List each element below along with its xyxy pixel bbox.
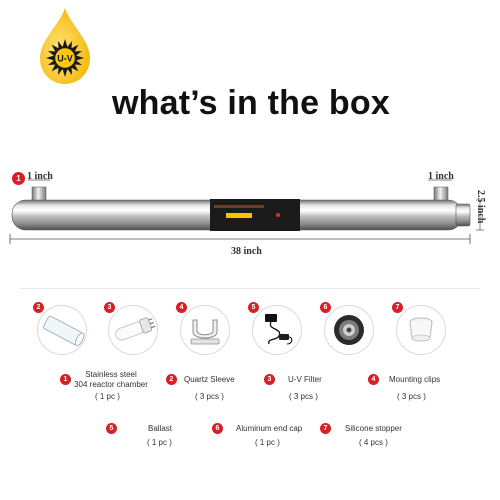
- caption-badge-5: 5: [106, 423, 117, 434]
- reactor-tube-diagram: [9, 179, 484, 244]
- qty-silicone-stopper: ( 4 pcs ): [359, 438, 388, 447]
- photo-badge-7: 7: [392, 302, 403, 313]
- logo-badge-text: U-V: [57, 53, 73, 63]
- quartz-sleeve-icon: [43, 315, 85, 347]
- photo-quartz-sleeve: [37, 305, 87, 355]
- caption-reactor-line1: Stainless steel: [85, 370, 137, 379]
- photo-badge-5: 5: [248, 302, 259, 313]
- caption-badge-7: 7: [320, 423, 331, 434]
- caption-ballast: Ballast: [148, 424, 173, 433]
- qty-aluminum-end-cap: ( 1 pc ): [255, 438, 280, 447]
- caption-badge-2: 2: [166, 374, 177, 385]
- caption-uv-filter: U-V Filter: [288, 375, 322, 384]
- uv-lamp-icon: [115, 317, 156, 341]
- caption-reactor-chamber: Stainless steel 304 reactor chamber: [73, 370, 149, 390]
- item-badge-1: 1: [12, 172, 25, 185]
- uv-drop-logo: U-V: [36, 6, 94, 86]
- page-title: what’s in the box: [112, 84, 390, 122]
- caption-badge-3: 3: [264, 374, 275, 385]
- qty-mounting-clips: ( 3 pcs ): [397, 392, 426, 401]
- qty-uv-filter: ( 3 pcs ): [289, 392, 318, 401]
- caption-silicone-stopper: Silicone stopper: [345, 424, 402, 433]
- photo-uv-filter: [108, 305, 158, 355]
- caption-badge-6: 6: [212, 423, 223, 434]
- caption-badge-1: 1: [60, 374, 71, 385]
- silicone-stopper-icon: [409, 317, 433, 342]
- photo-badge-6: 6: [320, 302, 331, 313]
- length-label: 38 inch: [231, 246, 262, 257]
- photo-silicone-stopper: [396, 305, 446, 355]
- caption-quartz-sleeve: Quartz Sleeve: [184, 375, 235, 384]
- uv-drop-icon: U-V: [40, 8, 90, 84]
- caption-reactor-line2: 304 reactor chamber: [74, 380, 148, 389]
- mounting-clip-icon: [190, 319, 220, 345]
- inlet-size-label: 1 inch: [27, 171, 53, 182]
- divider: [20, 288, 480, 289]
- photo-ballast: [252, 305, 302, 355]
- caption-aluminum-end-cap: Aluminum end cap: [236, 424, 303, 433]
- outlet-size-label: 1 inch: [428, 171, 454, 182]
- caption-mounting-clips: Mounting clips: [389, 375, 441, 384]
- ballast-icon: [265, 314, 293, 345]
- photo-aluminum-end-cap: [324, 305, 374, 355]
- photo-badge-2: 2: [33, 302, 44, 313]
- photo-badge-3: 3: [104, 302, 115, 313]
- qty-ballast: ( 1 pc ): [147, 438, 172, 447]
- photo-mounting-clips: [180, 305, 230, 355]
- qty-reactor-chamber: ( 1 pc ): [95, 392, 120, 401]
- photo-badge-4: 4: [176, 302, 187, 313]
- qty-quartz-sleeve: ( 3 pcs ): [195, 392, 224, 401]
- end-cap-icon: [334, 315, 364, 345]
- caption-badge-4: 4: [368, 374, 379, 385]
